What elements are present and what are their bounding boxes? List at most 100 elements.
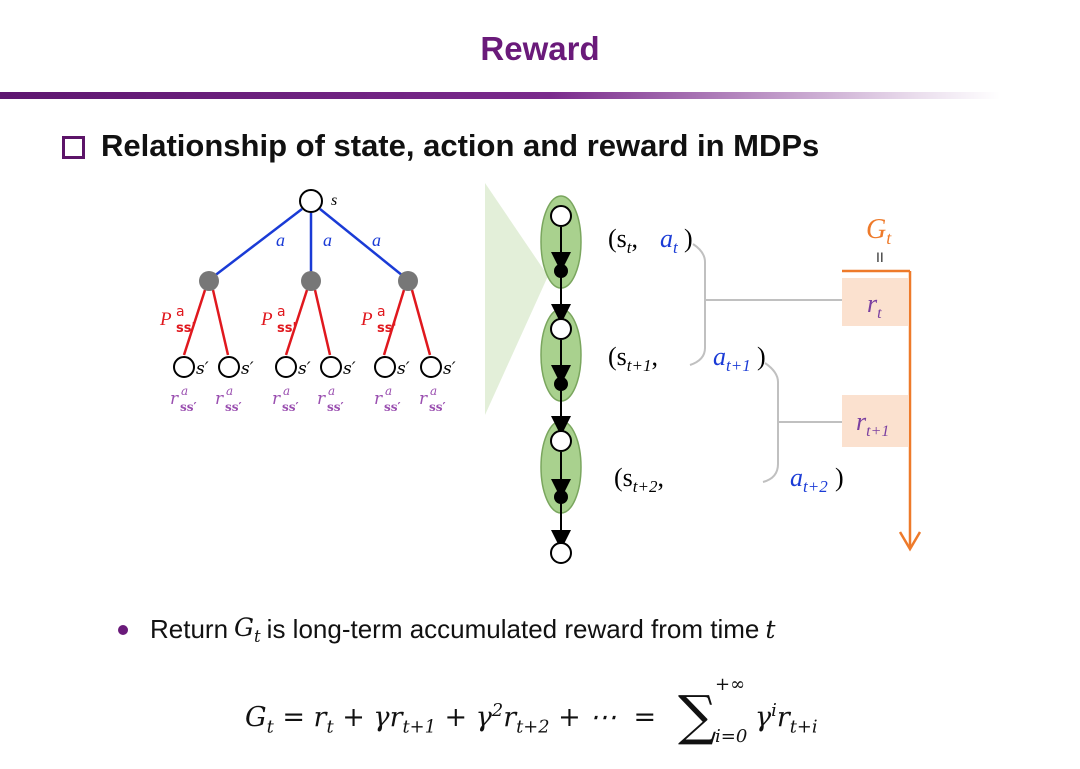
return-arrowhead	[898, 531, 922, 552]
action-node	[398, 271, 418, 291]
pair-state: (st+1,	[608, 342, 658, 375]
root-state-node	[299, 189, 323, 213]
pair-close: )	[835, 463, 844, 492]
return-formula: Gt = rt + γrt+1 + γ2rt+2 + ⋯ = ∑ +∞ i=0 …	[245, 674, 865, 754]
transition-prob-label: P a ss'	[260, 304, 296, 336]
reward-sub: ss′	[225, 400, 242, 414]
transition-edge	[382, 289, 406, 356]
sum-body: γirt+i	[755, 700, 818, 738]
pair-close: )	[684, 224, 693, 253]
reward-symbol: r	[419, 389, 428, 409]
checkbox-bullet-icon	[62, 135, 85, 159]
reward-box	[842, 278, 908, 326]
return-label: Gt	[866, 214, 892, 248]
chain-state-node	[550, 430, 572, 452]
bullet-time-var: t	[765, 615, 776, 644]
leaf-state-node	[420, 356, 442, 378]
reward-box	[842, 395, 908, 447]
action-label: a	[372, 230, 381, 250]
reward-sub: ss′	[282, 400, 299, 414]
connector-bracket	[762, 362, 779, 483]
transition-sub: ss'	[377, 321, 396, 336]
state-action-pair: (st+1, at+1 )	[608, 342, 766, 375]
transition-prob-label: P a ss'	[159, 304, 195, 336]
pair-state: (st+2,	[614, 463, 664, 496]
transition-sub: ss'	[176, 321, 195, 336]
transition-sub: ss'	[277, 321, 296, 336]
reward-sub: ss′	[384, 400, 401, 414]
transition-sup: a	[176, 304, 185, 320]
reward-connectors	[689, 243, 842, 483]
action-label: a	[323, 230, 332, 250]
leaf-state-node	[275, 356, 297, 378]
reward-symbol: r	[272, 389, 281, 409]
pair-action: at	[660, 224, 679, 257]
reward-box-label: rt+1	[856, 407, 889, 440]
pair-close: )	[757, 342, 766, 371]
backup-tree: s a a a P a ss' P a ss' P a ss'	[159, 189, 456, 414]
leaf-state-label: s′	[196, 359, 209, 379]
chain-action-node	[554, 490, 568, 504]
reward-symbol: r	[374, 389, 383, 409]
reward-sub: ss′	[180, 400, 197, 414]
transition-edge	[182, 289, 207, 356]
pair-action: at+1	[713, 342, 751, 375]
transition-symbol: P	[260, 309, 273, 330]
reward-sup: a	[283, 384, 290, 398]
chain-state-node	[550, 318, 572, 340]
trajectory-chain	[540, 195, 582, 564]
state-action-pair: (st+2, at+2 )	[614, 463, 844, 496]
leaf-state-node	[374, 356, 396, 378]
reward-sup: a	[226, 384, 233, 398]
transition-symbol: P	[360, 309, 373, 330]
reward-sup: a	[181, 384, 188, 398]
leaf-state-node	[173, 356, 195, 378]
reward-sub: ss′	[327, 400, 344, 414]
root-state-label: s	[331, 192, 337, 209]
reward-symbol: r	[317, 389, 326, 409]
reward-box-label: rt	[867, 289, 882, 322]
leaf-states: s′ s′ s′ s′ s′ s′	[173, 356, 456, 379]
transition-prob-label: P a ss'	[360, 304, 396, 336]
transition-symbol: P	[159, 309, 172, 330]
formula-expansion: Gt = rt + γrt+1 + γ2rt+2 + ⋯ =	[245, 700, 657, 738]
action-node	[301, 271, 321, 291]
action-edge	[319, 208, 409, 281]
connector-bracket	[689, 243, 706, 366]
transition-edge	[313, 289, 332, 356]
section-heading: Relationship of state, action and reward…	[62, 128, 819, 164]
zoom-wedge	[485, 183, 548, 415]
return-column: Gt II rt rt+1	[842, 214, 922, 552]
leaf-state-node	[218, 356, 240, 378]
section-heading-text: Relationship of state, action and reward…	[101, 128, 820, 163]
summation-icon: ∑	[678, 684, 717, 747]
slide-title: Reward	[480, 30, 600, 67]
pair-state: (st,	[608, 224, 638, 257]
action-edge	[208, 208, 303, 281]
return-bullet: Return Gt is long-term accumulated rewar…	[118, 613, 781, 646]
transition-sup: a	[277, 304, 286, 320]
transition-sup: a	[377, 304, 386, 320]
bullet-middle: is long-term accumulated reward from tim…	[266, 614, 760, 644]
leaf-state-node	[320, 356, 342, 378]
reward-sup: a	[385, 384, 392, 398]
chain-state-node	[550, 205, 572, 227]
action-label: a	[276, 230, 285, 250]
action-node	[199, 271, 219, 291]
sum-lower-limit: i=0	[715, 726, 748, 747]
pair-action: at+2	[790, 463, 828, 496]
reward-sup: a	[328, 384, 335, 398]
reward-sup: a	[430, 384, 437, 398]
reward-sub: ss′	[429, 400, 446, 414]
equals-sign: II	[876, 249, 884, 265]
title-underline	[0, 92, 1000, 99]
chain-state-node	[550, 542, 572, 564]
transition-edge	[410, 289, 432, 356]
